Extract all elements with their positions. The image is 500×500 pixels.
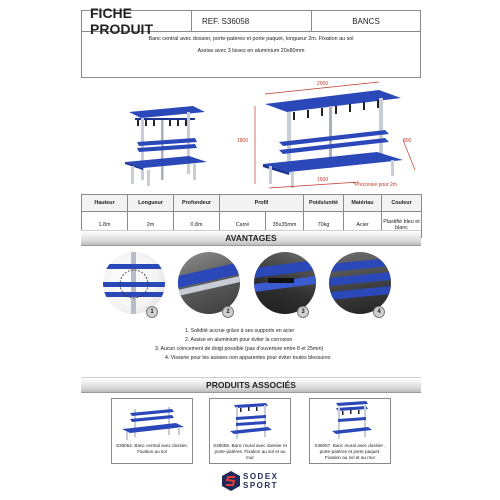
related-product-2[interactable]: S36055. Banc mural avec dossier et porte…: [209, 398, 291, 464]
advantage-photo-1-art: [103, 252, 165, 314]
dimension-height: 1800: [237, 138, 249, 144]
advantage-item: 4. Visserie pour les assises non apparen…: [165, 355, 331, 361]
description-line-2: Assise avec 3 lisses en aluminium 20x80m…: [197, 48, 305, 54]
related-products-title: PRODUITS ASSOCIÉS: [81, 377, 421, 393]
related-product-3-caption: S36057. Banc mural avec dossier , porte-…: [314, 443, 386, 461]
logo-text-line-2: SPORT: [243, 481, 279, 490]
related-product-1[interactable]: S36054. Banc central avec dossier. Fixat…: [111, 398, 193, 464]
advantage-photo-3: [254, 252, 316, 314]
advantage-badge-2: 2: [222, 306, 234, 318]
related-product-3[interactable]: S36057. Banc mural avec dossier , porte-…: [309, 398, 391, 464]
sheet-header: FICHE PRODUIT REF. S36058 BANCS: [81, 5, 421, 37]
advantage-photo-4-art: [329, 258, 391, 300]
dimension-width: 1600: [317, 177, 329, 183]
logo-text-line-1: SODEX: [243, 472, 279, 481]
advantage-item: 3. Aucun coincement de doigt possible (p…: [155, 346, 324, 352]
product-sheet: FICHE PRODUIT REF. S36058 BANCS Banc cen…: [81, 5, 422, 494]
description-line-1: Banc central avec dossier, porte-patères…: [148, 36, 354, 42]
related-product-2-caption: S36055. Banc mural avec dossier et porte…: [213, 443, 287, 461]
advantage-photo-3-art: [254, 260, 316, 292]
product-images: 2000 1800 800 1600 *Préconisé pour 2m: [81, 78, 421, 194]
related-product-1-caption: S36054. Banc central avec dossier. Fixat…: [115, 443, 188, 455]
spec-header: Hauteur: [81, 194, 128, 212]
sheet-title: FICHE PRODUIT: [82, 5, 192, 37]
product-category: BANCS: [352, 16, 380, 26]
spec-header: Longueur: [127, 194, 174, 212]
bench-photo: [125, 106, 207, 186]
spec-header: Matériau: [343, 194, 382, 212]
related-product-1-image: [122, 407, 184, 440]
advantage-photo-2-art: [178, 262, 240, 296]
advantage-badge-4: 4: [373, 306, 385, 318]
advantage-photo-2: [178, 252, 240, 314]
product-description: Banc central avec dossier, porte-patères…: [81, 32, 421, 78]
logo-mark-icon: [222, 471, 240, 491]
spec-header: Profondeur: [173, 194, 220, 212]
recommendation-note: *Préconisé pour 2m: [353, 182, 397, 188]
spec-header: Poids/unité: [303, 194, 344, 212]
advantage-badge-1: 1: [146, 306, 158, 318]
advantage-photo-4: [329, 252, 391, 314]
product-reference: REF. S36058: [192, 11, 312, 31]
dimension-depth: 800: [403, 138, 412, 144]
advantages-title: AVANTAGES: [81, 230, 421, 246]
advantage-item: 1. Solidité accrue grâce à ses supports …: [185, 328, 295, 334]
advantage-badge-3: 3: [297, 306, 309, 318]
related-product-2-image: [230, 403, 272, 439]
sodex-sport-logo: SODEX SPORT: [221, 469, 291, 493]
related-product-3-image: [332, 401, 372, 439]
spec-header-row: Hauteur Longueur Profondeur Profil Poids…: [81, 194, 422, 212]
advantage-photo-1: [103, 252, 165, 314]
bench-dimension-drawing: [254, 81, 416, 189]
advantage-item: 2. Assise en aluminium pour éviter la co…: [185, 337, 293, 343]
spec-header: Couleur: [381, 194, 422, 212]
spec-header: Profil: [219, 194, 304, 212]
dimension-length: 2000: [317, 81, 329, 87]
